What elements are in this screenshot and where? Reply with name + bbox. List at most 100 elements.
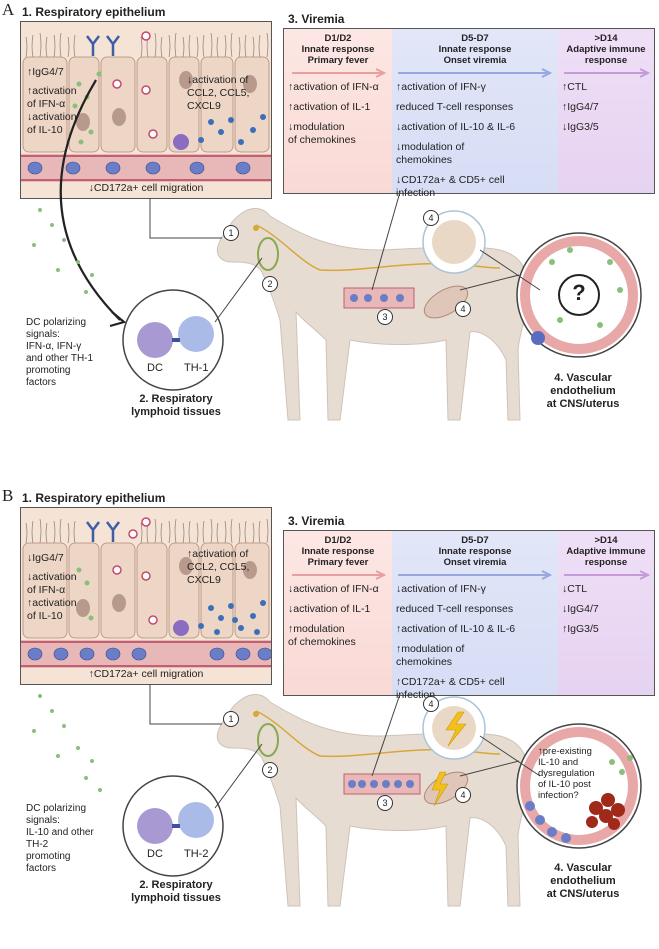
vascular-label: endothelium [550, 385, 616, 397]
timeline-arrows [292, 68, 651, 78]
dc-signal-text: IFN-α, IFN-γ [26, 341, 82, 352]
dc-signal-text: DC polarizing [26, 317, 87, 328]
step-number: 4 [455, 301, 471, 317]
col-item: ↓modulation [288, 121, 345, 133]
col-item: ↑IgG4/7 [562, 101, 599, 113]
col-heading: response [584, 55, 628, 66]
step-number: 3 [377, 309, 393, 325]
dc-signal-text: promoting [26, 365, 71, 376]
lymph-label: lymphoid tissues [131, 892, 221, 904]
vascular-label: at CNS/uterus [546, 398, 620, 410]
panel-letter: A [2, 0, 15, 19]
epi-left-line: ↓activation [27, 111, 77, 123]
col-heading: >D14 [594, 33, 618, 44]
epi-right-line: CXCL9 [187, 100, 221, 112]
col-item: ↓activation of IL-10 & IL-6 [396, 121, 516, 133]
dc-signal-text: DC polarizing [26, 803, 87, 814]
epithelium-box: ↑IgG4/7 ↑activation of IFN-α ↓activation… [20, 21, 272, 199]
vascular-note: infection? [538, 790, 579, 801]
dc-signal-text: signals: [26, 329, 60, 340]
col-heading: Adaptive immune [566, 546, 646, 557]
vascular-note: ↑pre-existing [538, 746, 592, 757]
col-item: ↑CD172a+ & CD5+ cell [396, 676, 505, 688]
col-item: ↓IgG4/7 [562, 603, 599, 615]
col-item: ↑activation of IL-1 [288, 101, 371, 113]
col-heading: Innate response [438, 44, 512, 55]
epithelium-illustration [21, 31, 271, 182]
step-number: 4 [455, 787, 471, 803]
step-number: 4 [423, 210, 439, 226]
dc-label: DC [147, 848, 163, 860]
col-heading: Onset viremia [443, 55, 507, 66]
step-number: 2 [262, 762, 278, 778]
col-item: reduced T-cell responses [396, 603, 514, 615]
vascular-note: IL-10 and [538, 757, 579, 768]
col-heading: Innate response [301, 546, 375, 557]
lymph-label: 2. Respiratory [139, 393, 213, 405]
col-item: ↑modulation of [396, 643, 465, 655]
dc-signal-text: and other TH-1 [26, 353, 94, 364]
col-heading: >D14 [594, 535, 618, 546]
th-label: TH-1 [184, 362, 209, 374]
col-item: ↓CD172a+ & CD5+ cell [396, 174, 505, 186]
dc-signal-text: TH-2 [26, 839, 49, 850]
step-number: 4 [423, 696, 439, 712]
th-label: TH-2 [184, 848, 209, 860]
dc-signal-text: factors [26, 863, 57, 874]
col-item: ↑activation of IFN-α [288, 81, 379, 93]
col-heading: response [584, 557, 628, 568]
col-item: ↓CTL [562, 583, 588, 595]
panel-letter: B [2, 486, 14, 505]
question-mark: ? [572, 280, 586, 305]
epithelium-title: 1. Respiratory epithelium [22, 5, 166, 19]
col-heading: Adaptive immune [566, 44, 646, 55]
epi-right-line: CCL2, CCL5, [187, 87, 250, 99]
epi-left-line: ↑activation [27, 597, 77, 609]
vascular-label: endothelium [550, 875, 616, 887]
col-item: ↓IgG3/5 [562, 121, 599, 133]
col-item: infection [396, 689, 436, 701]
col-item: ↑activation of IL-10 & IL-6 [396, 623, 516, 635]
col-item: ↑modulation [288, 623, 345, 635]
col-item: ↓activation of IFN-γ [396, 583, 486, 595]
col-heading: D5-D7 [461, 535, 489, 546]
dc-signal-text: IL-10 and other [26, 827, 94, 838]
vascular-note: dysregulation [538, 768, 595, 779]
col-item: ↑CTL [562, 81, 588, 93]
epi-left-line: of IFN-α [27, 584, 66, 596]
epi-right-line: ↓activation of [187, 74, 249, 86]
col-item: of chemokines [288, 134, 356, 146]
col-item: reduced T-cell responses [396, 101, 514, 113]
epi-left-line: of IL-10 [27, 124, 63, 136]
step-number: 1 [223, 711, 239, 727]
epi-bottom-text: ↑CD172a+ cell migration [88, 668, 204, 680]
col-heading: Innate response [301, 44, 375, 55]
lymph-label: lymphoid tissues [131, 406, 221, 418]
horse-illustration-a [32, 79, 642, 421]
epi-right-line: CXCL9 [187, 574, 221, 586]
vascular-note: of IL-10 post [538, 779, 591, 790]
col-heading: D1/D2 [324, 33, 352, 44]
epithelium-title: 1. Respiratory epithelium [22, 491, 166, 505]
col-item: ↑activation of IFN-γ [396, 81, 486, 93]
col-item: ↑IgG3/5 [562, 623, 599, 635]
epithelium-illustration [21, 517, 271, 668]
dc-signal-text: signals: [26, 815, 60, 826]
epi-bottom-text: ↓CD172a+ cell migration [88, 182, 204, 194]
dc-signal-text: promoting [26, 851, 71, 862]
lymph-label: 2. Respiratory [139, 879, 213, 891]
vascular-label: at CNS/uterus [546, 888, 620, 900]
vascular-label: 4. Vascular [554, 372, 612, 384]
viremia-title: 3. Viremia [288, 514, 345, 528]
dc-label: DC [147, 362, 163, 374]
col-heading: D5-D7 [461, 33, 489, 44]
epi-left-line: of IL-10 [27, 610, 63, 622]
